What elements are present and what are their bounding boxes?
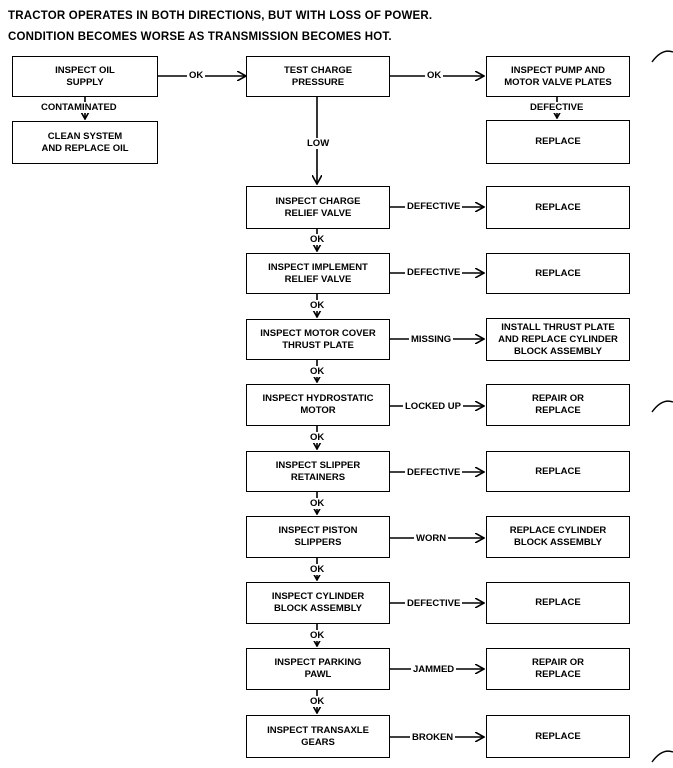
label-defective-retainers: DEFECTIVE: [405, 467, 463, 478]
label-ok-3: OK: [308, 366, 327, 377]
label-jammed: JAMMED: [411, 664, 457, 675]
box-replace-charge-relief: REPLACE: [486, 186, 630, 229]
label-ok-oil-to-charge: OK: [187, 70, 206, 81]
box-replace-implement-relief: REPLACE: [486, 253, 630, 294]
label-locked-up: LOCKED UP: [403, 401, 463, 412]
box-replace-block: REPLACE: [486, 582, 630, 624]
binder-hole-marks: [651, 50, 673, 763]
label-ok-7: OK: [308, 630, 327, 641]
label-low: LOW: [305, 138, 332, 149]
label-ok-8: OK: [308, 696, 327, 707]
label-defective-block: DEFECTIVE: [405, 598, 463, 609]
label-ok-4: OK: [308, 432, 327, 443]
heading-line-1: TRACTOR OPERATES IN BOTH DIRECTIONS, BUT…: [8, 10, 433, 22]
box-replace-pump: REPLACE: [486, 120, 630, 164]
label-ok-2: OK: [308, 300, 327, 311]
label-defective-pump: DEFECTIVE: [528, 102, 586, 113]
label-ok-6: OK: [308, 564, 327, 575]
box-replace-retainers: REPLACE: [486, 451, 630, 492]
label-ok-5: OK: [308, 498, 327, 509]
label-broken: BROKEN: [410, 732, 456, 743]
heading-line-2: CONDITION BECOMES WORSE AS TRANSMISSION …: [8, 31, 392, 43]
label-ok-charge-to-pump: OK: [425, 70, 444, 81]
label-contaminated: CONTAMINATED: [39, 102, 119, 113]
box-replace-gears: REPLACE: [486, 715, 630, 758]
label-missing: MISSING: [409, 334, 454, 345]
label-defective-implement: DEFECTIVE: [405, 267, 463, 278]
label-ok-1: OK: [308, 234, 327, 245]
label-worn: WORN: [414, 533, 449, 544]
label-defective-charge-relief: DEFECTIVE: [405, 201, 463, 212]
